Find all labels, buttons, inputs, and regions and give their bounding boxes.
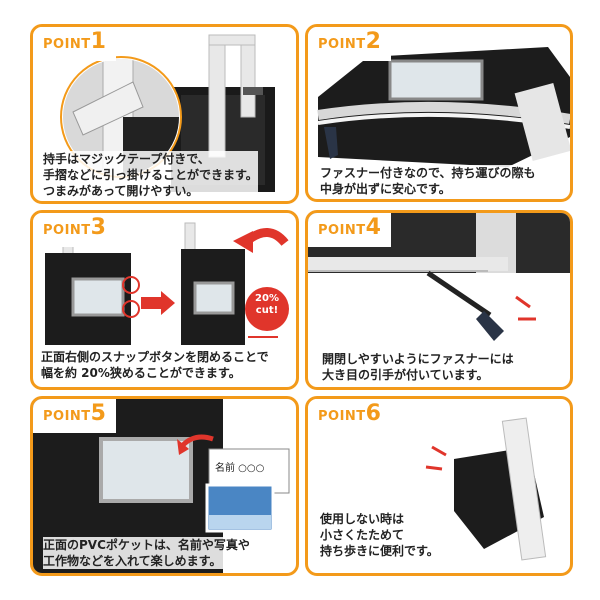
point-3-label: POINT3 bbox=[33, 213, 116, 247]
cut-badge-text: 20%cut! bbox=[255, 293, 279, 316]
point-3-illustration bbox=[45, 222, 289, 345]
point-4-label: POINT4 bbox=[308, 213, 391, 247]
point-5-label: POINT5 bbox=[33, 399, 116, 433]
point-5-panel: 名前 ○○○ POINT5 正面のPVCポケットは、名前や写真や工作物などを入れ… bbox=[30, 396, 299, 576]
point-1-label: POINT1 bbox=[33, 27, 116, 61]
point-2-illustration bbox=[317, 47, 570, 167]
point-5-caption: 正面のPVCポケットは、名前や写真や工作物などを入れて楽しめます。 bbox=[43, 537, 250, 569]
point-2-panel: POINT2 ファスナー付きなので、持ち運びの際も中身が出ずに安心です。 bbox=[305, 24, 573, 202]
point-6-panel: POINT6 使用しない時は小さくたためて持ち歩きに便利です。 bbox=[305, 396, 573, 576]
point-1-panel: POINT1 持手はマジックテープ付きで、手摺などに引っ掛けることができます。つ… bbox=[30, 24, 299, 204]
point-4-caption: 開閉しやすいようにファスナーには大き目の引手が付いています。 bbox=[322, 351, 514, 383]
point-6-label: POINT6 bbox=[308, 399, 391, 433]
point-6-caption: 使用しない時は小さくたためて持ち歩きに便利です。 bbox=[320, 511, 439, 559]
point-3-caption: 正面右側のスナップボタンを閉めることで幅を約 20%狭めることができます。 bbox=[41, 349, 269, 381]
point-3-panel: 20%cut! POINT3 正面右側のスナップボタンを閉めることで幅を約 20… bbox=[30, 210, 299, 390]
name-card-text: 名前 ○○○ bbox=[215, 463, 265, 474]
point-4-panel: POINT4 開閉しやすいようにファスナーには大き目の引手が付いています。 bbox=[305, 210, 573, 390]
point-2-label: POINT2 bbox=[308, 27, 391, 61]
point-2-caption: ファスナー付きなので、持ち運びの際も中身が出ずに安心です。 bbox=[320, 165, 536, 197]
point-1-caption: 持手はマジックテープ付きで、手摺などに引っ掛けることができます。つまみがあって開… bbox=[43, 151, 258, 199]
point-6-illustration bbox=[425, 417, 547, 561]
